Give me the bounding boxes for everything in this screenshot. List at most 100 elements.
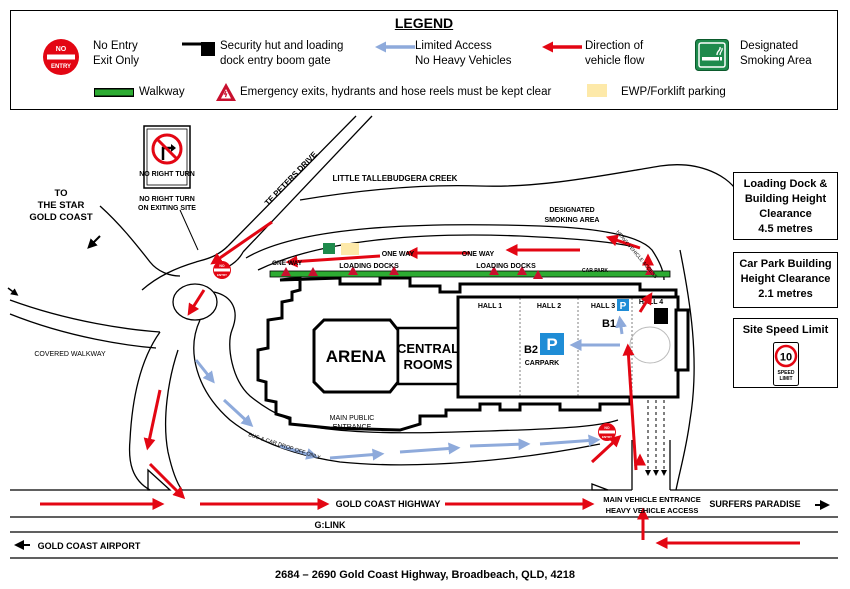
site-road-mid-edge [164, 349, 183, 491]
limited-arrow [615, 315, 628, 335]
limited-arrow [194, 359, 215, 384]
hall2-label: HALL 2 [537, 303, 561, 310]
loading-dock-line1: Loading Dock & [743, 178, 828, 190]
halls-east-wing [674, 308, 690, 372]
island-east [591, 483, 609, 491]
one-way-label-1: ONE WAY [382, 251, 415, 258]
hall1-label: HALL 1 [478, 303, 502, 310]
emergency-marker [517, 266, 527, 275]
speed-limit-value: 10 [779, 352, 791, 364]
dropoff-building-edge [319, 419, 619, 434]
one-way-label-2: ONE WAY [462, 251, 495, 258]
security-hut [654, 308, 668, 324]
arena-building [312, 318, 400, 394]
loading-dock-line3: Clearance [759, 208, 812, 220]
flow-arrow [187, 289, 206, 316]
to-star-arrow [87, 235, 101, 249]
speed-limit-sign-icon: 10 SPEED LIMIT [772, 342, 799, 386]
flow-arrow [210, 220, 273, 265]
flow-arrow [590, 434, 622, 464]
map-no-entry-west-bottom: ENTRY [217, 273, 227, 277]
covered-walkway-label: COVERED WALKWAY [34, 351, 106, 358]
limited-arrow [469, 438, 531, 451]
loading-dock-clearance-box: Loading Dock & Building Height Clearance… [733, 172, 838, 240]
gold-coast-airport-label: GOLD COAST AIRPORT [38, 541, 141, 551]
legend-title: LEGEND [394, 15, 454, 31]
no-right-turn-sign-text: NO RIGHT TURN [139, 171, 195, 178]
limited-arrow [399, 442, 461, 455]
limited-arrow [539, 434, 601, 447]
flow-arrow [148, 462, 186, 500]
b2-parking-letter: P [546, 335, 557, 354]
te-peters-drive-west-edge [227, 115, 357, 247]
limited-access-arrow-icon [375, 41, 415, 53]
no-right-turn-caption-2: ON EXITING SITE [138, 205, 196, 212]
no-right-turn-caption-1: NO RIGHT TURN [139, 196, 195, 203]
speed-limit-title: Site Speed Limit [742, 324, 829, 336]
smoking-area-label-1: DESIGNATED [549, 207, 594, 214]
emergency-marker [533, 270, 543, 279]
main-entrance-label-2: ENTRANCE [333, 424, 372, 431]
east-boundary [675, 249, 695, 491]
to-star-label-1: TO [54, 188, 67, 199]
loading-docks-label-1: LOADING DOCKS [339, 263, 399, 270]
emergency-marker [645, 266, 655, 275]
covered-walkway-arrow [7, 287, 19, 296]
heavy-lane-arrowhead [653, 470, 659, 476]
map-no-entry-west-top: NO [219, 264, 225, 268]
speed-limit-sign-line2: LIMIT [779, 376, 792, 382]
emergency-marker [281, 267, 291, 276]
emergency-marker [389, 266, 399, 275]
smoking-area-icon [695, 39, 729, 71]
legend-security-line2: dock entry boom gate [220, 55, 331, 67]
no-entry-icon-bottom: ENTRY [51, 64, 71, 70]
flow-arrow [622, 343, 638, 471]
limited-arrow [222, 398, 254, 428]
legend-security-text: Security hut and loading dock entry boom… [220, 39, 343, 69]
no-entry-icon-top: NO [56, 46, 67, 53]
no-right-turn-pointer [179, 209, 199, 251]
glink-label: G:LINK [315, 520, 346, 530]
island-west [147, 468, 172, 491]
creek-road-outer [245, 224, 665, 281]
speed-limit-sign-line1: SPEED [777, 370, 794, 376]
b2-label: B2 [524, 344, 538, 356]
flow-arrow [143, 389, 162, 451]
heavy-lane-arrowheads [645, 470, 667, 476]
map-no-entry-sign-east: NO ENTRY [598, 423, 616, 441]
car-park-line2: Height Clearance [740, 273, 831, 285]
car-park-line3: 2.1 metres [758, 288, 813, 300]
covered-walkway-road-north [9, 299, 161, 333]
security-hut-icon [182, 42, 215, 56]
ewp-parking-swatch [587, 84, 607, 97]
walkway-strip [269, 270, 671, 278]
flow-arrow [638, 292, 653, 313]
legend-limited-line1: Limited Access [415, 40, 492, 52]
emergency-marker [489, 266, 499, 275]
smoking-area-label-2: SMOKING AREA [545, 217, 600, 224]
creek-bank [299, 164, 741, 201]
te-peters-drive-east-edge [242, 115, 373, 253]
map-smoking-icon [323, 243, 335, 254]
legend-no-entry-line2: Exit Only [93, 55, 140, 67]
one-way-label-3: ONE WAY [272, 260, 303, 267]
emergency-marker [308, 267, 318, 276]
legend-walkway-text: Walkway [139, 86, 185, 98]
hall3-label: HALL 3 [591, 303, 615, 310]
legend-limited-text: Limited Access No Heavy Vehicles [415, 39, 512, 69]
creek-label: LITTLE TALLEBUDGERA CREEK [333, 174, 458, 183]
flow-arrow [285, 254, 381, 268]
central-rooms-label-2: ROOMS [403, 357, 452, 372]
heavy-lane-arrowhead [645, 470, 651, 476]
vehicle-flow-arrow-icon [542, 41, 582, 53]
covered-walkway-road-south [9, 313, 157, 349]
legend-smoking-line1: Designated [740, 40, 799, 52]
walkway-icon [94, 88, 134, 97]
b1-parking-icon [617, 299, 629, 311]
hall4-label: HALL 4 [639, 299, 663, 306]
surfers-paradise-label: SURFERS PARADISE [709, 499, 800, 509]
map-no-entry-east-top: NO [604, 426, 610, 430]
emergency-markers [281, 266, 655, 279]
road-lines [9, 115, 838, 559]
